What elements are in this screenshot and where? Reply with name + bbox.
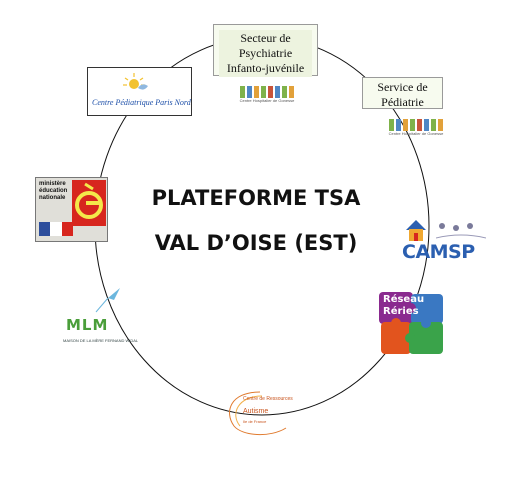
kite-icon [95, 288, 120, 313]
reseau-label-line2: Réries [383, 306, 419, 317]
cra-label-line1: Centre de Ressources [243, 396, 293, 402]
camsp-logo: CAMSP [400, 216, 488, 266]
sun-icon [123, 73, 148, 90]
puzzle-icon [379, 292, 443, 354]
psychiatrie-label-line1: Secteur de [240, 31, 291, 45]
education-nationale-logo: ministère éducation nationale [35, 177, 108, 242]
platform-title-line2: VAL D’OISE (EST) [154, 231, 358, 255]
hospital-logo-psychiatrie: Centre Hospitalier de Gonesse [232, 80, 302, 104]
hospital-logo-pediatrie: Centre Hospitalier de Gonesse [381, 113, 451, 137]
hospital-caption-psychiatrie: Centre Hospitalier de Gonesse [239, 98, 295, 103]
cra-label-line3: Ile de France [243, 419, 267, 424]
psychiatrie-label-line2: Psychiatrie [238, 46, 293, 60]
figures-icon [436, 223, 486, 239]
cppn-label: Centre Pédiatrique Paris Nord [92, 98, 191, 107]
reseau-puzzle-logo: Réseau Réries [377, 290, 445, 358]
house-icon [406, 220, 426, 241]
psychiatrie-label-line3: Infanto-juvénile [226, 61, 305, 75]
cppn-logo: Centre Pédiatrique Paris Nord [87, 67, 192, 116]
education-line3: nationale [39, 195, 66, 201]
mdm-caption: MAISON DE LA MÈRE FERNAND WIDAL [63, 338, 139, 343]
education-line2: éducation [39, 188, 68, 194]
platform-title-line1: PLATEFORME TSA [151, 186, 361, 210]
swirl-icon [229, 391, 287, 435]
reseau-label-line1: Réseau [383, 294, 425, 305]
pediatrie-box: Service de Pédiatrie [362, 77, 443, 109]
marianne-flag-icon [39, 222, 73, 236]
pediatrie-label-line1: Service de [377, 80, 428, 94]
hospital-caption-pediatrie: Centre Hospitalier de Gonesse [388, 131, 444, 136]
camsp-label: CAMSP [402, 241, 475, 263]
psychiatrie-box: Secteur de Psychiatrie Infanto-juvénile [213, 24, 318, 77]
mdm-letters: MLM [66, 316, 109, 334]
mdm-logo: MLM MAISON DE LA MÈRE FERNAND WIDAL [60, 286, 138, 348]
e-letter-icon [72, 180, 106, 226]
cra-label-line2: Autisme [243, 408, 269, 415]
pediatrie-label-line2: Pédiatrie [381, 95, 424, 109]
education-line1: ministère [39, 181, 66, 187]
cra-logo: Centre de Ressources Autisme Ile de Fran… [220, 388, 302, 438]
